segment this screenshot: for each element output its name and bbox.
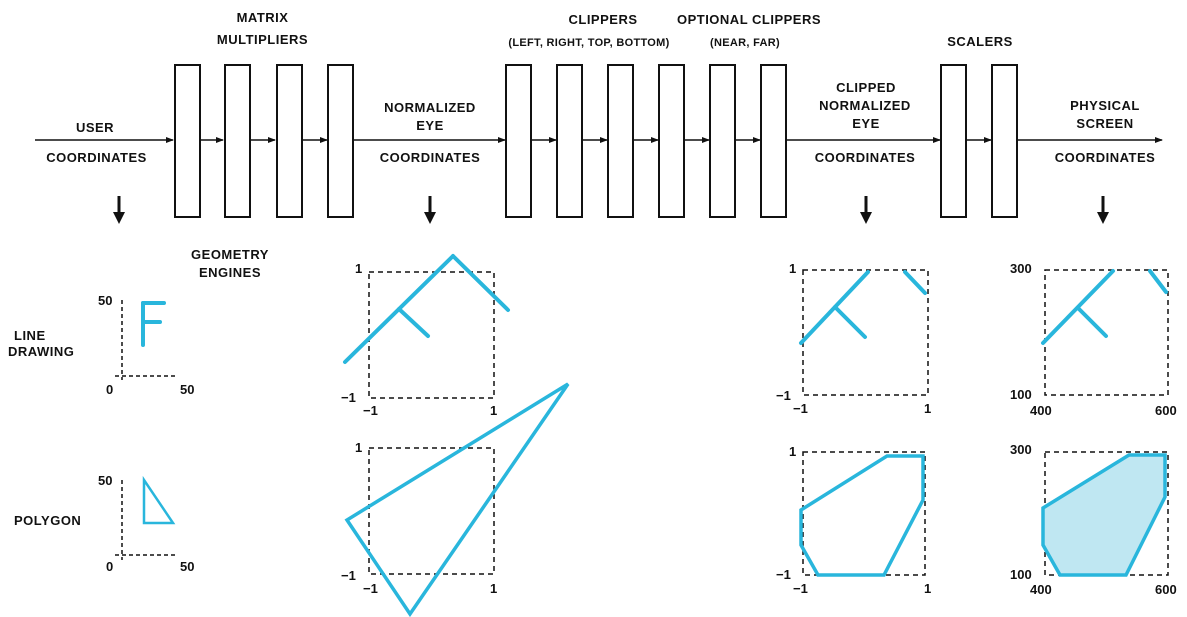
clipped-frame-line bbox=[802, 269, 929, 396]
screen-tick-y-bottom: 100 bbox=[1010, 567, 1032, 582]
polygon-user bbox=[142, 475, 176, 525]
clipped-normalized-label: NORMALIZED bbox=[819, 98, 911, 113]
clipped-tick-neg: −1 bbox=[776, 567, 791, 582]
normalized-tick-pos: 1 bbox=[355, 440, 363, 455]
line-drawing-screen bbox=[1041, 269, 1168, 345]
user-coordinates-label: COORDINATES bbox=[46, 150, 147, 165]
normalized-tick-neg: −1 bbox=[341, 568, 356, 583]
polygon-screen-filled bbox=[1041, 453, 1167, 577]
down-arrow-icon bbox=[860, 196, 872, 224]
engines-label: ENGINES bbox=[198, 265, 261, 280]
user-axes-line bbox=[115, 300, 178, 380]
optional-clippers-label: OPTIONAL CLIPPERS bbox=[676, 12, 822, 27]
screen-tick-x-left: 400 bbox=[1030, 403, 1052, 418]
screen-label: SCREEN bbox=[1076, 116, 1134, 131]
clipped-tick-pos: 1 bbox=[924, 581, 932, 596]
matrix-multiplier-box bbox=[174, 64, 201, 218]
clipped-tick-neg: −1 bbox=[776, 388, 791, 403]
clipped-eye-label: EYE bbox=[852, 116, 880, 131]
multipliers-label: MULTIPLIERS bbox=[216, 32, 309, 47]
clipper-box bbox=[658, 64, 685, 218]
polygon-normalized bbox=[344, 382, 570, 617]
down-arrow-icon bbox=[1097, 196, 1109, 224]
down-arrow-icon bbox=[113, 196, 125, 224]
physical-coordinates-label: COORDINATES bbox=[1054, 150, 1156, 165]
clipper-box bbox=[607, 64, 634, 218]
scaler-box bbox=[991, 64, 1018, 218]
line-drawing-normalized bbox=[343, 254, 510, 364]
screen-tick-x-right: 600 bbox=[1155, 403, 1177, 418]
clipped-tick-pos: 1 bbox=[924, 401, 932, 416]
matrix-multiplier-box bbox=[276, 64, 303, 218]
user-tick-zero: 0 bbox=[106, 559, 114, 574]
normalized-coordinates-label: COORDINATES bbox=[379, 150, 481, 165]
user-tick-max: 50 bbox=[98, 293, 113, 308]
normalized-tick-pos: 1 bbox=[490, 403, 498, 418]
scalers-label: SCALERS bbox=[947, 34, 1013, 49]
clipper-box bbox=[556, 64, 583, 218]
clipped-tick-neg: −1 bbox=[793, 581, 808, 596]
clipped-tick-pos: 1 bbox=[789, 444, 797, 459]
line-row-label: LINE bbox=[14, 328, 46, 343]
screen-frame-line bbox=[1044, 269, 1169, 396]
line-drawing-clipped bbox=[799, 270, 927, 345]
normalized-tick-pos: 1 bbox=[355, 261, 363, 276]
user-tick-max: 50 bbox=[98, 473, 113, 488]
normalized-tick-neg: −1 bbox=[363, 403, 378, 418]
line-drawing-user bbox=[141, 301, 166, 347]
clipped-tick-pos: 1 bbox=[789, 261, 797, 276]
clipper-box bbox=[505, 64, 532, 218]
user-tick-max: 50 bbox=[180, 559, 195, 574]
normalized-label: NORMALIZED bbox=[384, 100, 476, 115]
geometry-label: GEOMETRY bbox=[191, 247, 269, 262]
user-axes-polygon bbox=[115, 480, 178, 560]
clippers-label: CLIPPERS bbox=[568, 12, 638, 27]
normalized-tick-neg: −1 bbox=[363, 581, 378, 596]
matrix-multiplier-box bbox=[224, 64, 251, 218]
polygon-clipped bbox=[799, 454, 925, 577]
clipped-label: CLIPPED bbox=[836, 80, 896, 95]
down-arrow-icon bbox=[424, 196, 436, 224]
normalized-tick-neg: −1 bbox=[341, 390, 356, 405]
user-tick-zero: 0 bbox=[106, 382, 114, 397]
normalized-frame-line bbox=[368, 271, 495, 399]
screen-tick-x-right: 600 bbox=[1155, 582, 1177, 597]
screen-tick-y-top: 300 bbox=[1010, 442, 1032, 457]
screen-tick-y-bottom: 100 bbox=[1010, 387, 1032, 402]
drawing-row-label: DRAWING bbox=[8, 344, 75, 359]
optional-clipper-box bbox=[760, 64, 787, 218]
matrix-multiplier-box bbox=[327, 64, 354, 218]
screen-tick-x-left: 400 bbox=[1030, 582, 1052, 597]
eye-label: EYE bbox=[416, 118, 444, 133]
screen-tick-y-top: 300 bbox=[1010, 261, 1032, 276]
scaler-box bbox=[940, 64, 967, 218]
physical-label: PHYSICAL bbox=[1070, 98, 1140, 113]
clippers-sub-label: (LEFT, RIGHT, TOP, BOTTOM) bbox=[508, 37, 670, 49]
optional-clippers-sub-label: (NEAR, FAR) bbox=[710, 37, 780, 49]
clipped-tick-neg: −1 bbox=[793, 401, 808, 416]
matrix-label: MATRIX bbox=[236, 10, 289, 25]
polygon-row-label: POLYGON bbox=[14, 513, 82, 528]
clipped-coordinates-label: COORDINATES bbox=[814, 150, 916, 165]
normalized-tick-pos: 1 bbox=[490, 581, 498, 596]
optional-clipper-box bbox=[709, 64, 736, 218]
user-tick-max: 50 bbox=[180, 382, 195, 397]
user-label: USER bbox=[75, 120, 115, 135]
